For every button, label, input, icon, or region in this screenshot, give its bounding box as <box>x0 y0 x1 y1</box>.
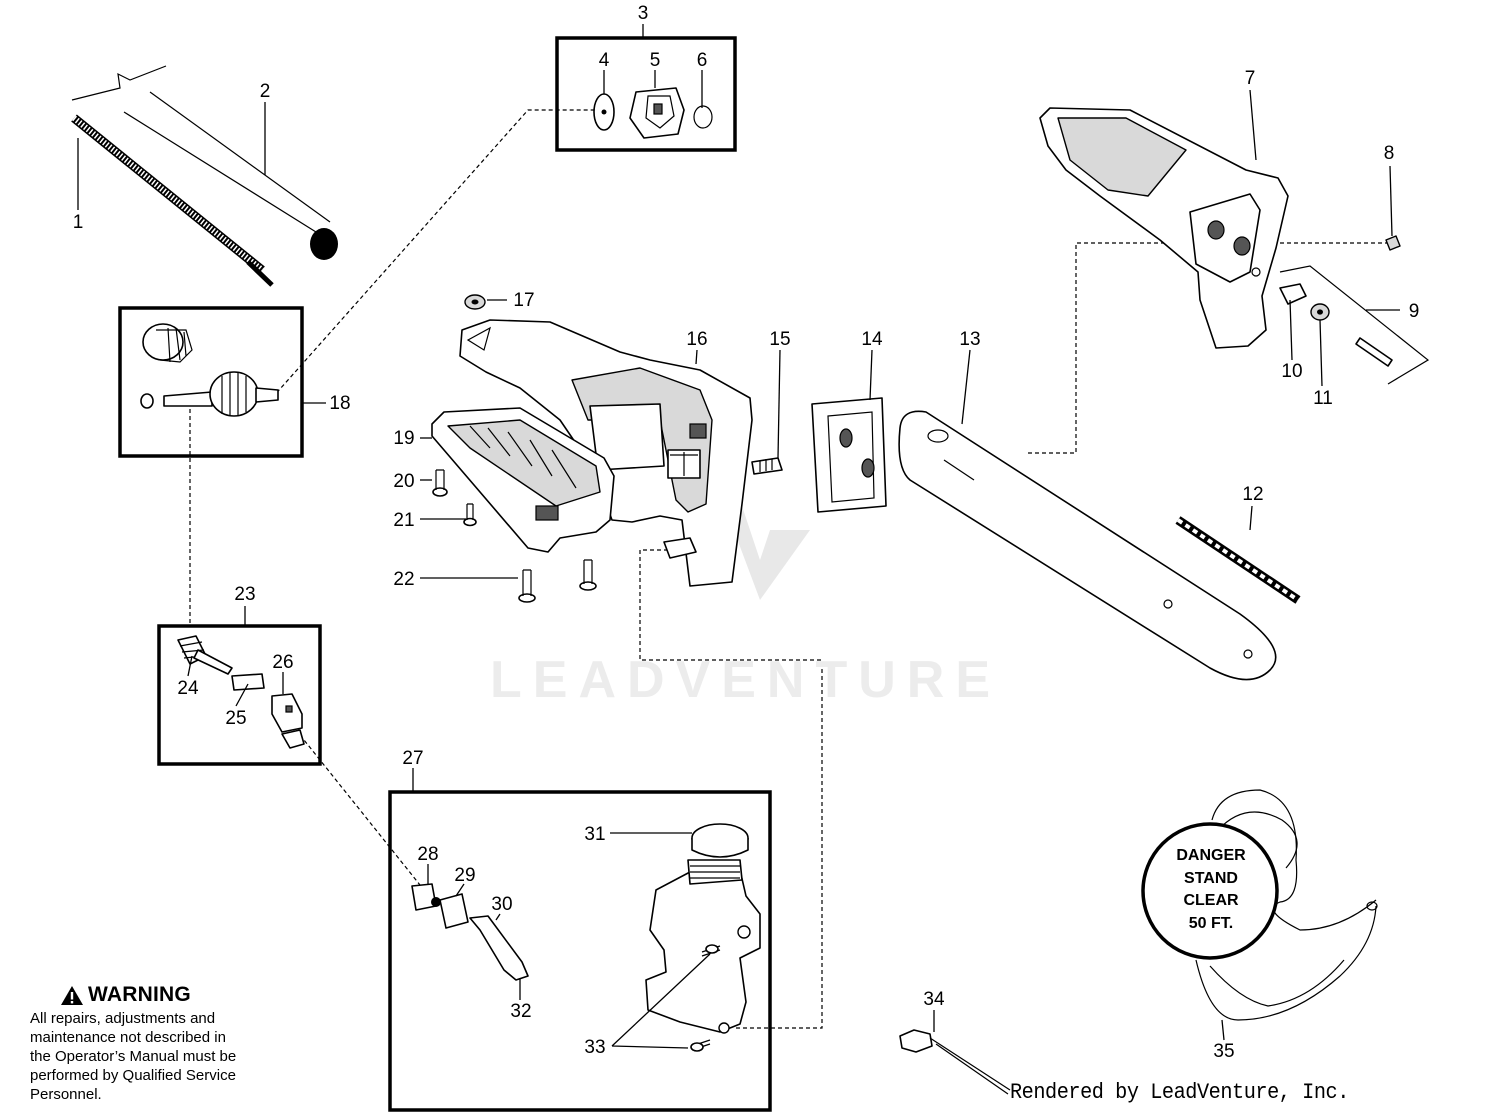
tensioner-parts-9 <box>1279 265 1430 385</box>
callout-33: 33 <box>584 1037 605 1058</box>
callout-29: 29 <box>454 865 475 886</box>
sign-line: STAND <box>1184 869 1238 887</box>
callout-10: 10 <box>1281 361 1302 382</box>
callout-7: 7 <box>1245 68 1256 89</box>
oil-pump-parts <box>177 635 305 749</box>
callout-25: 25 <box>225 708 246 729</box>
callout-20: 20 <box>393 471 414 492</box>
housing-part-16 <box>459 319 753 587</box>
box-oil-pump-kit <box>157 624 322 766</box>
callout-21: 21 <box>393 510 414 531</box>
callout-1: 1 <box>73 212 84 233</box>
callout-24: 24 <box>177 678 199 699</box>
gear-part-18 <box>140 323 279 417</box>
warning-body: All repairs, adjustments and maintenance… <box>30 1009 300 1104</box>
leader-lines <box>77 24 1400 1049</box>
callout-28: 28 <box>417 844 438 865</box>
hose-part-30 <box>469 915 529 981</box>
callout-3: 3 <box>638 3 649 24</box>
drive-shaft-part <box>71 65 274 287</box>
oil-tank-part <box>645 859 761 1034</box>
strap-part-35 <box>1141 789 1378 1021</box>
callout-23: 23 <box>234 584 255 605</box>
fitting-part-28 <box>411 883 441 911</box>
callout-12: 12 <box>1242 484 1263 505</box>
base-part-19 <box>431 407 615 553</box>
sign-line: 50 FT. <box>1188 914 1234 932</box>
wrench-part-34 <box>899 1029 1011 1095</box>
callout-27: 27 <box>402 748 423 769</box>
screw-part-20 <box>432 469 448 497</box>
warning-line: Personnel. <box>30 1086 102 1103</box>
washer-part-4 <box>593 93 615 131</box>
danger-sign: DANGER STAND CLEAR 50 FT. <box>1143 845 1279 935</box>
screw-parts-33 <box>690 944 721 1052</box>
shaft-tube-part <box>123 91 338 260</box>
callout-19: 19 <box>393 428 414 449</box>
screw-part-22 <box>518 559 597 603</box>
watermark-text: LEADVENTURE <box>490 651 1002 709</box>
render-credit: Rendered by LeadVenture, Inc. <box>1010 1080 1349 1105</box>
callout-11: 11 <box>1313 388 1333 409</box>
callout-8: 8 <box>1384 143 1395 164</box>
warning-line: the Operator’s Manual must be <box>30 1048 237 1065</box>
clip-part-6 <box>693 105 713 129</box>
callout-26: 26 <box>272 652 293 673</box>
box-sprocket-kit <box>555 36 737 152</box>
plate-part-14 <box>811 397 887 513</box>
callout-14: 14 <box>861 329 883 350</box>
cover-part-7 <box>1039 107 1289 349</box>
callout-16: 16 <box>686 329 707 350</box>
sign-line: DANGER <box>1176 847 1246 864</box>
warning-notice: WARNING All repairs, adjustments and mai… <box>30 983 300 1104</box>
warning-line: performed by Qualified Service <box>30 1067 236 1084</box>
callout-30: 30 <box>491 894 512 915</box>
warning-line: maintenance not described in <box>30 1029 226 1046</box>
stud-part-15 <box>751 457 783 475</box>
box-gear-kit <box>118 306 304 458</box>
nut-part-8 <box>1385 235 1401 251</box>
callout-22: 22 <box>393 569 414 590</box>
callout-34: 34 <box>923 989 945 1010</box>
nut-part-17 <box>464 294 486 310</box>
callout-35: 35 <box>1213 1041 1234 1062</box>
callout-31: 31 <box>584 824 605 845</box>
callout-13: 13 <box>959 329 980 350</box>
box-oil-tank-kit <box>388 790 772 1112</box>
sign-line: CLEAR <box>1183 892 1239 909</box>
callout-17: 17 <box>513 290 534 311</box>
callout-4: 4 <box>599 50 610 71</box>
screw-part-21 <box>463 503 477 527</box>
warning-line: All repairs, adjustments and <box>30 1010 216 1027</box>
callout-18: 18 <box>329 393 350 414</box>
tank-cap-part-31 <box>691 823 749 858</box>
callout-32: 32 <box>510 1001 531 1022</box>
warning-triangle-icon <box>61 985 83 1005</box>
sprocket-part-5 <box>629 87 685 139</box>
bar-part-13 <box>898 410 1277 681</box>
chain-part-12 <box>1175 516 1301 604</box>
callout-6: 6 <box>697 50 708 71</box>
fitting-part-29 <box>439 893 469 929</box>
callout-5: 5 <box>650 50 661 71</box>
callout-labels: 1 2 3 4 5 6 7 8 9 10 11 12 13 14 15 16 1… <box>73 3 1420 1062</box>
callout-15: 15 <box>769 329 790 350</box>
warning-title: WARNING <box>88 983 191 1006</box>
callout-9: 9 <box>1409 301 1420 322</box>
callout-2: 2 <box>260 81 271 102</box>
